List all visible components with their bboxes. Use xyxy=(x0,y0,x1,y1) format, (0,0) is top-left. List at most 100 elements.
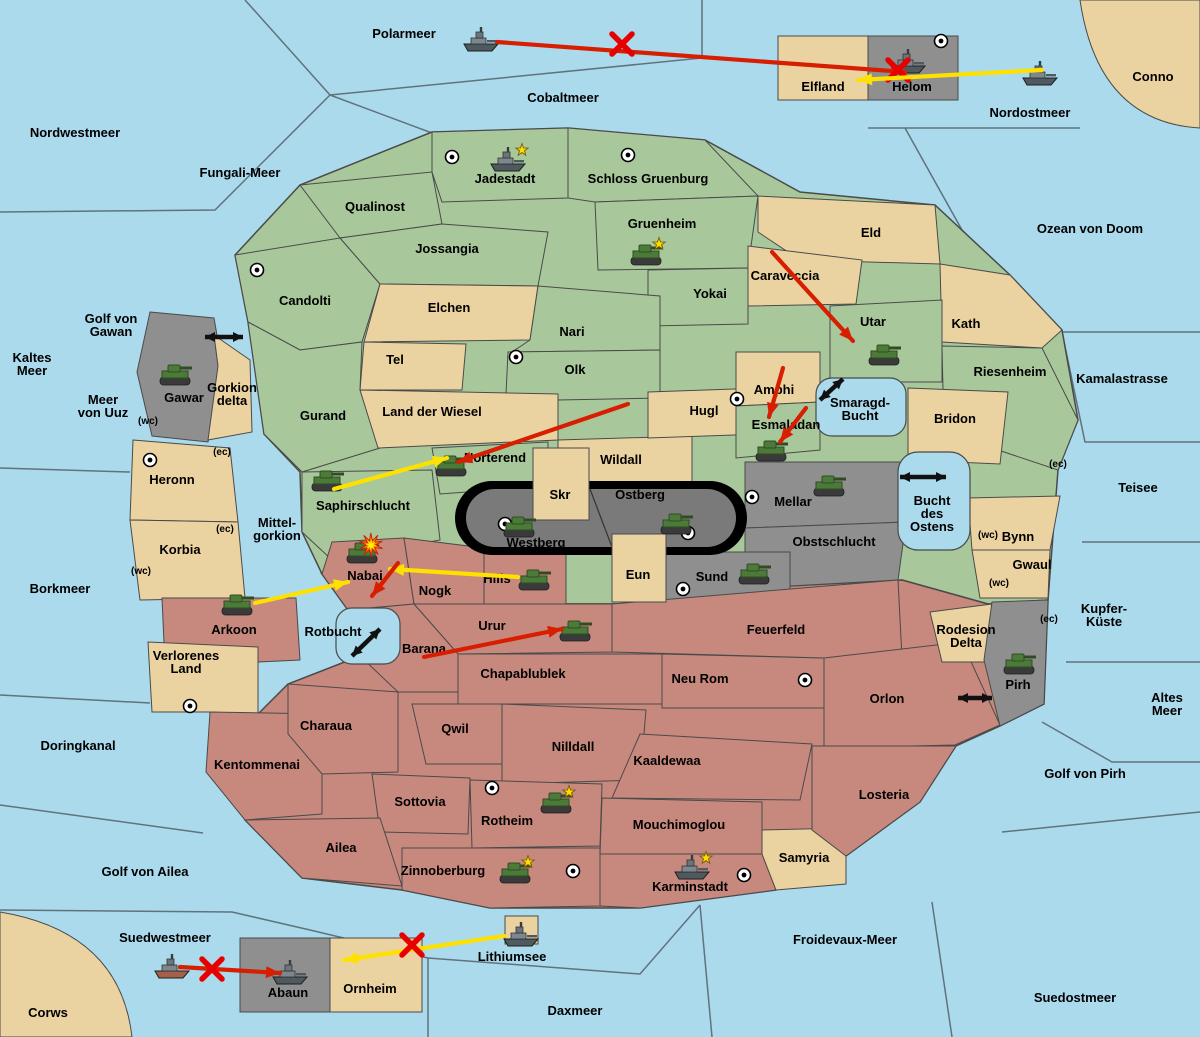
sea-label-cobaltmeer: Cobaltmeer xyxy=(527,90,599,105)
territory-gwaul[interactable] xyxy=(971,549,1051,599)
city-marker[interactable] xyxy=(249,262,265,278)
territory-sottovia[interactable] xyxy=(371,773,471,835)
coast-label-wc: (wc) xyxy=(978,530,998,541)
territory-conno[interactable] xyxy=(1079,0,1200,129)
sea-label-suedwestmeer: Suedwestmeer xyxy=(119,930,211,945)
territory-label-qualinost: Qualinost xyxy=(345,199,406,214)
territory-bridon[interactable] xyxy=(907,387,1009,465)
city-marker[interactable] xyxy=(508,349,524,365)
city-marker[interactable] xyxy=(933,33,949,49)
tank-unit[interactable] xyxy=(499,854,536,884)
city-marker[interactable] xyxy=(736,867,752,883)
territory-eun[interactable] xyxy=(611,533,667,603)
tank-unit[interactable] xyxy=(518,569,551,591)
territory-label-obstschlucht: Obstschlucht xyxy=(792,534,876,549)
territory-label-kentommenai: Kentommenai xyxy=(214,757,300,772)
territory-label-feuerfeld: Feuerfeld xyxy=(747,622,806,637)
blocked-cross-icon xyxy=(399,932,425,958)
territory-eld[interactable] xyxy=(757,195,941,265)
territory-label-charaua: Charaua xyxy=(300,718,353,733)
tank-unit[interactable] xyxy=(540,784,577,814)
sea-label-polarmeer: Polarmeer xyxy=(372,26,436,41)
tank-unit[interactable] xyxy=(1003,653,1036,675)
tank-unit[interactable] xyxy=(503,516,536,538)
territory-label-gawar: Gawar xyxy=(164,390,204,405)
sea-label-kupfer-k-ste: Kupfer-Küste xyxy=(1081,601,1127,629)
territory-karminstadt[interactable] xyxy=(599,853,777,909)
attack-arrow xyxy=(777,405,809,445)
ship-unit[interactable] xyxy=(272,960,309,985)
territory-utar[interactable] xyxy=(829,299,943,383)
territory-jossangia[interactable] xyxy=(339,223,549,287)
units-layer xyxy=(154,27,1059,985)
territory-label-bynn: Bynn xyxy=(1002,529,1035,544)
city-marker[interactable] xyxy=(565,863,581,879)
sea-label-smaragd-bucht: Smaragd-Bucht xyxy=(830,395,890,423)
territory-label-corws: Corws xyxy=(28,1005,68,1020)
coast-label-ec: (ec) xyxy=(1049,459,1067,470)
territory-kaaldewaa[interactable] xyxy=(611,733,813,801)
territory-gruenheim[interactable] xyxy=(594,195,759,271)
attack-arrow xyxy=(766,365,786,420)
territory-losteria[interactable] xyxy=(811,745,957,857)
territory-label-losteria: Losteria xyxy=(859,787,910,802)
ship-unit[interactable] xyxy=(674,850,714,880)
ship-unit[interactable] xyxy=(490,142,530,172)
sea-label-golf-von-ailea: Golf von Ailea xyxy=(102,864,190,879)
tank-unit[interactable] xyxy=(630,236,667,266)
territory-label-riesenheim: Riesenheim xyxy=(974,364,1047,379)
territory-label-karminstadt: Karminstadt xyxy=(652,879,729,894)
city-marker[interactable] xyxy=(729,391,745,407)
territory-label-zinnoberburg: Zinnoberburg xyxy=(401,863,486,878)
city-marker[interactable] xyxy=(142,452,158,468)
territory-label-abaun: Abaun xyxy=(268,985,309,1000)
tank-unit[interactable] xyxy=(221,594,254,616)
territory-label-rotheim: Rotheim xyxy=(481,813,533,828)
territory-charaua[interactable] xyxy=(287,683,399,775)
star-badge-icon xyxy=(520,854,536,869)
ship-unit[interactable] xyxy=(503,922,540,947)
tank-unit[interactable] xyxy=(868,344,901,366)
city-marker[interactable] xyxy=(484,780,500,796)
city-markers-layer xyxy=(142,33,949,883)
tank-unit[interactable] xyxy=(755,440,788,462)
sea-label-kamalastrasse: Kamalastrasse xyxy=(1076,371,1168,386)
tank-unit[interactable] xyxy=(813,475,846,497)
city-marker[interactable] xyxy=(675,581,691,597)
territory-skr[interactable] xyxy=(532,447,590,521)
tank-unit[interactable] xyxy=(738,563,771,585)
territory-tel[interactable] xyxy=(359,341,467,391)
tank-unit[interactable] xyxy=(660,513,693,535)
territory-label-amphi: Amphi xyxy=(754,382,794,397)
coast-label-ec: (ec) xyxy=(1040,614,1058,625)
move-arrow xyxy=(252,579,351,606)
territory-label-jadestadt: Jadestadt xyxy=(475,171,536,186)
tank-unit[interactable] xyxy=(159,364,192,386)
sea-label-golf-von-pirh: Golf von Pirh xyxy=(1044,766,1126,781)
strait-crossing-arrow xyxy=(958,693,992,703)
territory-label-heronn: Heronn xyxy=(149,472,195,487)
labels-layer: PolarmeerCobaltmeerNordwestmeerFungali-M… xyxy=(12,26,1182,1020)
city-marker[interactable] xyxy=(444,149,460,165)
territory-olk[interactable] xyxy=(505,349,661,401)
territory-corws[interactable] xyxy=(0,911,133,1037)
territory-gorkion-delta[interactable] xyxy=(207,333,253,441)
westberg-ostberg-divider xyxy=(589,488,613,548)
city-marker[interactable] xyxy=(182,698,198,714)
city-marker[interactable] xyxy=(744,489,760,505)
coast-label-ec: (ec) xyxy=(213,447,231,458)
coast-label-wc: (wc) xyxy=(131,566,151,577)
coast-label-wc: (wc) xyxy=(138,416,158,427)
tank-unit[interactable] xyxy=(559,620,592,642)
sea-label-doringkanal: Doringkanal xyxy=(40,738,115,753)
territory-label-gruenheim: Gruenheim xyxy=(628,216,697,231)
territory-label-nari: Nari xyxy=(559,324,584,339)
city-marker[interactable] xyxy=(797,672,813,688)
territory-label-rotbucht: Rotbucht xyxy=(304,624,362,639)
ship-unit[interactable] xyxy=(463,27,500,52)
territory-label-arkoon: Arkoon xyxy=(211,622,257,637)
city-marker[interactable] xyxy=(620,147,636,163)
